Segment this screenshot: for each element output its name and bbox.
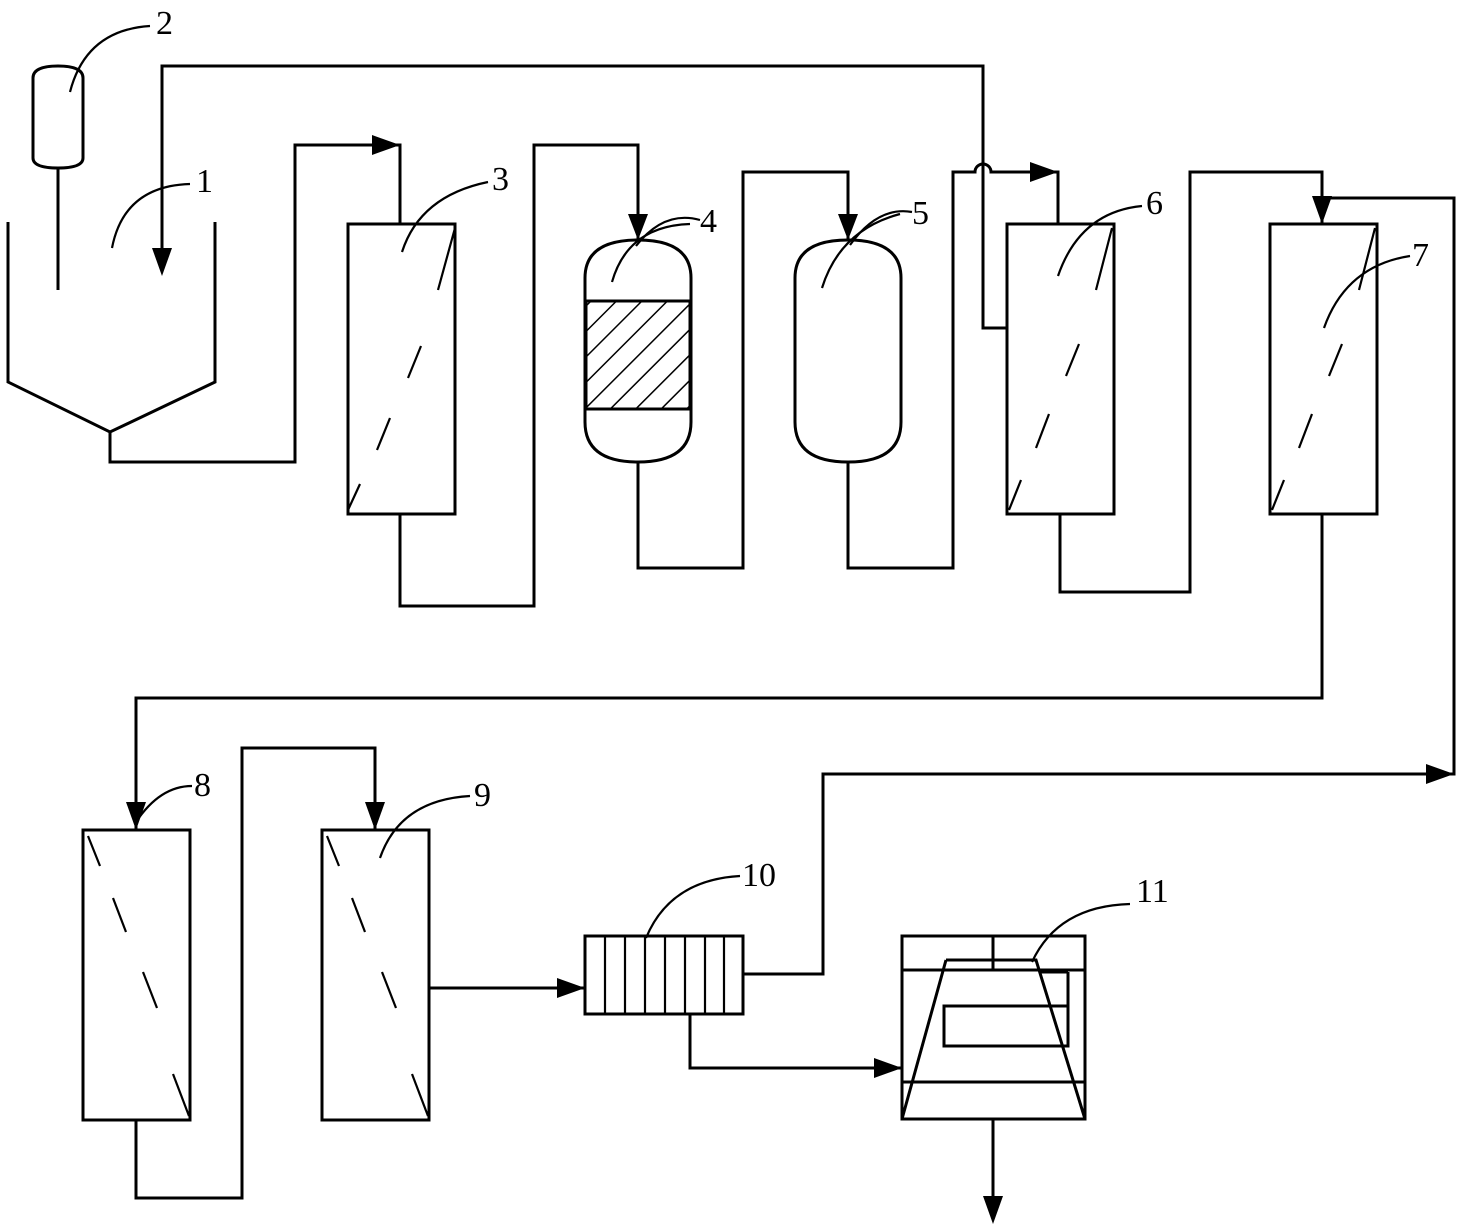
arrow-to-column-6 — [1030, 162, 1058, 182]
process-lines — [108, 64, 1456, 1200]
arrow-to-reactor-4 — [628, 214, 648, 240]
label-10: 10 — [742, 857, 776, 894]
arrow-to-filter-10 — [557, 978, 585, 998]
column-7 — [1268, 222, 1379, 516]
label-3: 3 — [492, 161, 509, 198]
arrow-to-column-8 — [126, 802, 146, 830]
reactor-4 — [583, 238, 693, 464]
label-5: 5 — [912, 195, 929, 232]
equipment-labels: 2 1 3 4 5 6 7 8 9 10 11 — [156, 5, 1429, 910]
leader-lines — [68, 24, 1411, 963]
label-11: 11 — [1136, 873, 1169, 910]
agitator-2 — [31, 64, 85, 290]
label-7: 7 — [1412, 237, 1429, 274]
arrow-to-dryer-11 — [874, 1058, 902, 1078]
label-4: 4 — [700, 203, 717, 240]
label-2: 2 — [156, 5, 173, 42]
arrowheads — [126, 135, 1454, 1224]
arrow-to-vessel-5 — [838, 214, 858, 240]
column-3 — [346, 222, 457, 516]
column-9 — [320, 828, 431, 1122]
filter-10 — [583, 934, 745, 1016]
arrow-to-tank-1 — [152, 248, 172, 276]
dryer-11 — [900, 934, 1087, 1121]
label-1: 1 — [196, 163, 213, 200]
arrow-to-column-3 — [372, 135, 400, 155]
column-8 — [81, 828, 192, 1122]
column-6 — [1005, 222, 1116, 516]
arrow-recycle-loop — [1426, 764, 1454, 784]
arrow-to-column-7 — [1312, 196, 1332, 224]
tank-1 — [6, 222, 217, 434]
label-6: 6 — [1146, 185, 1163, 222]
label-8: 8 — [194, 767, 211, 804]
label-9: 9 — [474, 777, 491, 814]
vessel-5 — [793, 238, 903, 464]
arrow-to-column-9 — [365, 802, 385, 830]
arrow-product-out — [983, 1196, 1003, 1224]
